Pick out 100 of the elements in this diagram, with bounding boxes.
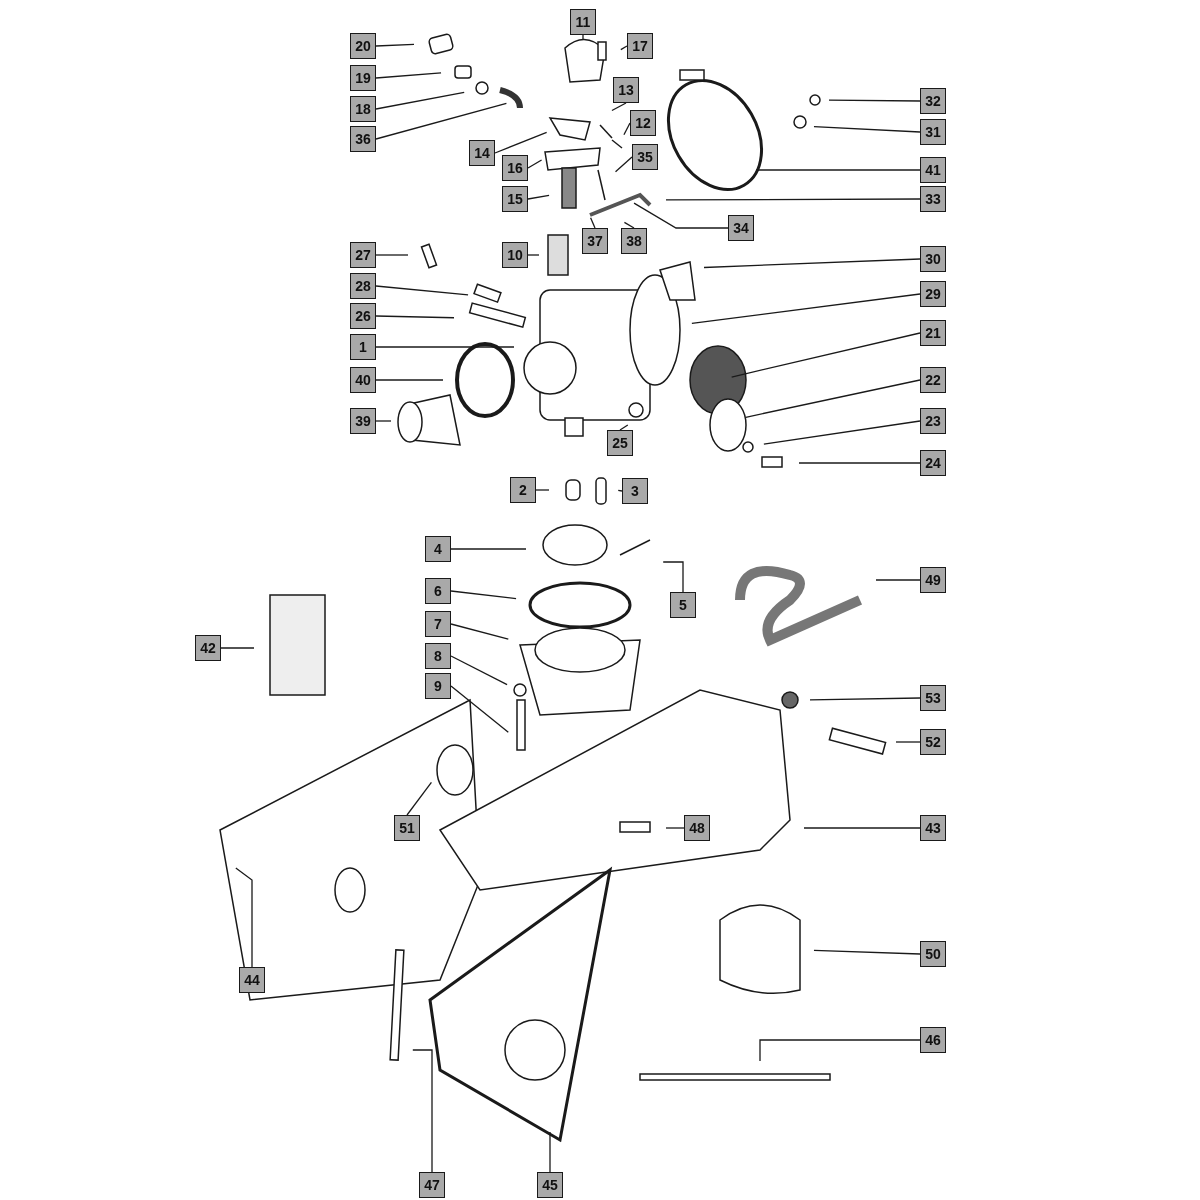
leader-line [731, 332, 921, 378]
callout-number: 38 [621, 228, 647, 254]
callout-number: 50 [920, 941, 946, 967]
leader-line [614, 156, 633, 173]
callout-number: 33 [920, 186, 946, 212]
callout-number: 28 [350, 273, 376, 299]
callout-number: 52 [920, 729, 946, 755]
callout-number: 14 [469, 140, 495, 166]
callout-number: 5 [670, 592, 696, 618]
callout-number: 22 [920, 367, 946, 393]
callout-number: 1 [350, 334, 376, 360]
leader-line [623, 122, 631, 136]
leader-line [375, 72, 442, 79]
leader-line [803, 827, 921, 829]
callout-number: 25 [607, 430, 633, 456]
callout-number: 46 [920, 1027, 946, 1053]
callout-number: 37 [582, 228, 608, 254]
callout-number: 4 [425, 536, 451, 562]
callout-number: 19 [350, 65, 376, 91]
callout-number: 41 [920, 157, 946, 183]
callout-number: 51 [394, 815, 420, 841]
callout-number: 23 [920, 408, 946, 434]
leader-line [809, 697, 921, 701]
callout-number: 10 [502, 242, 528, 268]
leader-line [620, 45, 628, 51]
callout-number: 31 [920, 119, 946, 145]
leader-line [745, 379, 921, 418]
callout-number: 48 [684, 815, 710, 841]
leader-line [450, 548, 527, 550]
leader-line [813, 949, 921, 955]
callout-number: 24 [920, 450, 946, 476]
leader-line [450, 685, 509, 733]
leader-line [703, 258, 921, 269]
callout-number: 27 [350, 242, 376, 268]
leader-line [691, 293, 921, 324]
leader-line [375, 420, 392, 422]
callout-number: 32 [920, 88, 946, 114]
leader-line [406, 781, 433, 816]
callout-number: 44 [239, 967, 265, 993]
leader-line [611, 102, 627, 112]
callout-number: 36 [350, 126, 376, 152]
callout-number: 17 [627, 33, 653, 59]
callout-number: 29 [920, 281, 946, 307]
callout-number: 34 [728, 215, 754, 241]
callout-number: 9 [425, 673, 451, 699]
leader-line [450, 590, 517, 600]
leader-line [527, 159, 543, 169]
callout-number: 53 [920, 685, 946, 711]
callout-number: 43 [920, 815, 946, 841]
leader-line [535, 489, 550, 491]
leader-line [450, 655, 508, 686]
leader-line [235, 867, 253, 968]
callout-number: 47 [419, 1172, 445, 1198]
callout-number: 18 [350, 96, 376, 122]
leader-line [813, 125, 921, 133]
callout-number: 12 [630, 110, 656, 136]
callout-number: 7 [425, 611, 451, 637]
callout-number: 21 [920, 320, 946, 346]
leader-line [665, 827, 685, 829]
leader-line [798, 462, 921, 464]
callout-number: 6 [425, 578, 451, 604]
callout-number: 3 [622, 478, 648, 504]
leader-line [412, 1049, 433, 1173]
leader-line [527, 254, 540, 256]
leader-line [375, 43, 415, 47]
callout-number: 26 [350, 303, 376, 329]
leader-line [375, 91, 465, 110]
leader-line [582, 34, 584, 41]
callout-number: 42 [195, 635, 221, 661]
leader-line [895, 741, 921, 743]
leader-line [527, 194, 550, 200]
leader-line [375, 315, 455, 319]
callout-number: 20 [350, 33, 376, 59]
leader-line [617, 489, 623, 492]
leader-line [619, 424, 629, 431]
leader-line [375, 254, 409, 256]
callout-number: 49 [920, 567, 946, 593]
leader-line [828, 99, 921, 102]
leader-line [763, 420, 921, 445]
callout-number: 16 [502, 155, 528, 181]
leader-line [755, 169, 921, 171]
leader-line [375, 346, 515, 348]
leader-line [450, 623, 509, 640]
leader-line [589, 217, 596, 229]
callout-number: 2 [510, 477, 536, 503]
leader-line [623, 221, 635, 229]
callout-number: 45 [537, 1172, 563, 1198]
leader-line [549, 1131, 551, 1173]
callout-number: 11 [570, 9, 596, 35]
callout-number: 40 [350, 367, 376, 393]
leader-line [759, 1039, 921, 1062]
leader-line [875, 579, 921, 581]
leader-line [665, 198, 921, 201]
leader-line [662, 561, 684, 593]
leader-line [494, 131, 548, 154]
callout-number: 8 [425, 643, 451, 669]
leader-line [633, 202, 729, 229]
callout-number: 13 [613, 77, 639, 103]
callout-number: 35 [632, 144, 658, 170]
leader-line [375, 285, 469, 296]
